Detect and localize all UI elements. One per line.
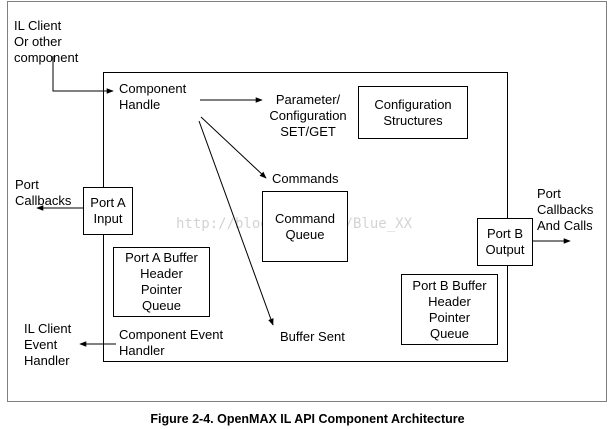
port-b-output-box: Port B Output: [477, 218, 533, 266]
command-queue-box: Command Queue: [262, 191, 348, 262]
port-callbacks-right-label: Port Callbacks And Calls: [537, 186, 594, 233]
port-a-buffer-box: Port A Buffer Header Pointer Queue: [113, 247, 210, 317]
figure-caption: Figure 2-4. OpenMAX IL API Component Arc…: [150, 412, 465, 426]
port-a-input-box: Port A Input: [83, 187, 133, 235]
figure-frame: [7, 1, 607, 402]
component-handle-label: Component Handle: [119, 81, 187, 112]
arrow-client-to-handle: [52, 56, 114, 94]
il-client-event-handler-label: IL Client Event Handler: [24, 321, 72, 368]
arrow-handle-to-commands: [200, 116, 267, 179]
il-client-label: IL Client Or other component: [14, 18, 79, 65]
parameter-configuration-label: Parameter/ Configuration SET/GET: [269, 92, 347, 139]
buffer-sent-label: Buffer Sent: [280, 329, 345, 344]
arrow-handle-to-buffer-sent: [198, 120, 274, 326]
port-b-buffer-box: Port B Buffer Header Pointer Queue: [401, 274, 498, 345]
commands-label: Commands: [272, 171, 339, 186]
component-event-handler-label: Component Event Handler: [119, 327, 224, 358]
configuration-structures-box: Configuration Structures: [358, 86, 468, 139]
port-callbacks-left-label: Port Callbacks: [15, 177, 72, 208]
